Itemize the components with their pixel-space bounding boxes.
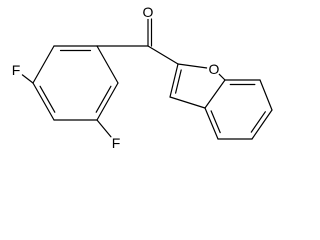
benzo-bond-c5-c6-inner <box>250 111 266 133</box>
furan-oxygen-label: O <box>209 61 220 77</box>
benzo-bond-c3a-c4 <box>204 107 219 140</box>
fluorine-left-label: F <box>12 62 21 78</box>
fused-bond <box>204 79 226 109</box>
furan-bond-c3-c3a <box>169 96 206 109</box>
furan-bond-c2-c3 <box>169 63 179 98</box>
structure-diagram: O O F F <box>9 4 273 151</box>
ring-bond-bc <box>96 45 119 84</box>
furan-bond-c2-c3-inner <box>175 69 182 94</box>
ring-bond-ef-inner <box>39 85 56 113</box>
furan-bond-c2-o <box>177 63 208 69</box>
ring-bond-fa <box>32 45 55 84</box>
fluorine-bottom-label: F <box>112 135 121 151</box>
ring-bond-cd-inner <box>95 85 112 113</box>
carbonyl-oxygen-label: O <box>143 4 154 20</box>
furan-oxygen-atom: O <box>207 61 221 77</box>
fluorine-bottom-atom: F <box>109 135 123 151</box>
benzo-bond-c6-c7 <box>259 79 273 111</box>
furan-bond-o-c7a <box>218 73 226 81</box>
ketone-furan-bond <box>147 45 179 65</box>
fluorine-left-atom: F <box>9 62 23 78</box>
ring-bond-ef <box>32 82 55 121</box>
benzo-bond-c5-c6 <box>251 109 273 140</box>
bond-layer <box>21 18 273 140</box>
atom-label-layer: O O F F <box>9 4 221 151</box>
fluorine-bottom-bond <box>96 119 112 138</box>
fluorine-left-bond <box>21 74 34 84</box>
carbonyl-oxygen-atom: O <box>141 4 155 20</box>
ring-bond-cd <box>96 82 119 121</box>
benzo-bond-c3a-c4-inner <box>210 110 221 134</box>
